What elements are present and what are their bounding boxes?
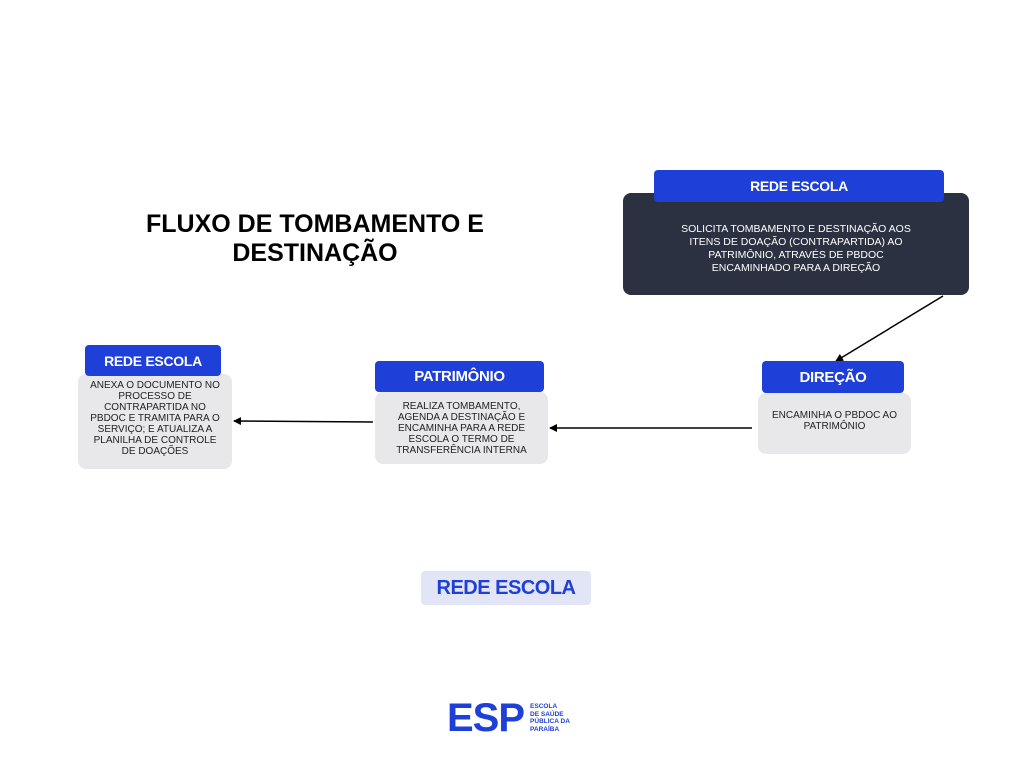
logo-text-line: DE SAÚDE	[530, 710, 564, 718]
text-line: SOLICITA TOMBAMENTO E DESTINAÇÃO AOS	[681, 223, 911, 235]
node-rede-escola-left-box: ANEXA O DOCUMENTO NO PROCESSO DE CONTRAP…	[78, 374, 232, 469]
arrow-patrimonio-to-rede-escola	[233, 417, 374, 426]
node-rede-escola-top-header: REDE ESCOLA	[654, 170, 944, 202]
bottom-label-text: REDE ESCOLA	[436, 576, 576, 599]
node-rede-escola-left-text: ANEXA O DOCUMENTO NO PROCESSO DE CONTRAP…	[90, 380, 220, 457]
text-line: SERVIÇO; E ATUALIZA A	[97, 424, 213, 435]
node-patrimonio-label: PATRIMÔNIO	[414, 368, 505, 385]
title-line-2: DESTINAÇÃO	[232, 239, 398, 267]
text-line: REALIZA TOMBAMENTO,	[402, 400, 521, 412]
node-rede-escola-top-text: SOLICITA TOMBAMENTO E DESTINAÇÃO AOS ITE…	[681, 223, 911, 275]
text-line: ENCAMINHA O PBDOC AO	[771, 409, 898, 421]
node-rede-escola-top-label: REDE ESCOLA	[750, 178, 848, 194]
node-patrimonio-text: REALIZA TOMBAMENTO, AGENDA A DESTINAÇÃO …	[396, 401, 527, 456]
text-line: PATRIMÔNIO	[803, 420, 866, 432]
node-rede-escola-top-box: SOLICITA TOMBAMENTO E DESTINAÇÃO AOS ITE…	[623, 193, 969, 295]
node-rede-escola-left-header: REDE ESCOLA	[85, 345, 221, 376]
text-line: CONTRAPARTIDA NO	[104, 402, 206, 413]
logo-text: ESCOLA DE SAÚDE PÚBLICA DA PARAÍBA	[530, 703, 570, 733]
logo-mark: ESP	[447, 696, 525, 740]
node-direcao-text: ENCAMINHA O PBDOC AO PATRIMÔNIO	[772, 410, 897, 432]
esp-logo: ESP ESCOLA DE SAÚDE PÚBLICA DA PARAÍBA	[447, 696, 570, 740]
text-line: DE DOAÇÕES	[121, 446, 189, 457]
bottom-rede-escola-label: REDE ESCOLA	[421, 571, 591, 605]
node-direcao-label: DIREÇÃO	[799, 368, 867, 386]
text-line: PLANILHA DE CONTROLE	[93, 435, 217, 446]
text-line: PBDOC E TRAMITA PARA O	[90, 413, 220, 424]
text-line: ESCOLA O TERMO DE	[408, 433, 515, 445]
node-direcao-box: ENCAMINHA O PBDOC AO PATRIMÔNIO	[758, 393, 911, 454]
title-line-1: FLUXO DE TOMBAMENTO E	[146, 210, 484, 238]
arrow-rede-escola-to-direcao	[835, 295, 944, 362]
node-patrimonio-header: PATRIMÔNIO	[375, 361, 544, 392]
text-line: PATRIMÔNIO, ATRAVÉS DE PBDOC	[708, 249, 884, 261]
logo-text-line: PARAÍBA	[530, 725, 560, 733]
logo-text-line: PÚBLICA DA	[530, 718, 570, 725]
text-line: TRANSFERÊNCIA INTERNA	[396, 444, 527, 456]
node-patrimonio-box: REALIZA TOMBAMENTO, AGENDA A DESTINAÇÃO …	[375, 392, 548, 464]
text-line: ANEXA O DOCUMENTO NO	[90, 380, 220, 391]
text-line: ENCAMINHA PARA A REDE	[397, 422, 526, 434]
logo-text-line: ESCOLA	[530, 703, 558, 710]
text-line: ITENS DE DOAÇÃO (CONTRAPARTIDA) AO	[689, 236, 903, 248]
text-line: PROCESSO DE	[118, 391, 192, 402]
node-direcao-header: DIREÇÃO	[762, 361, 904, 393]
text-line: AGENDA A DESTINAÇÃO E	[397, 411, 526, 423]
text-line: ENCAMINHADO PARA A DIREÇÃO	[711, 262, 881, 274]
diagram-title: FLUXO DE TOMBAMENTO E DESTINAÇÃO	[120, 210, 510, 268]
node-rede-escola-left-label: REDE ESCOLA	[104, 352, 202, 369]
